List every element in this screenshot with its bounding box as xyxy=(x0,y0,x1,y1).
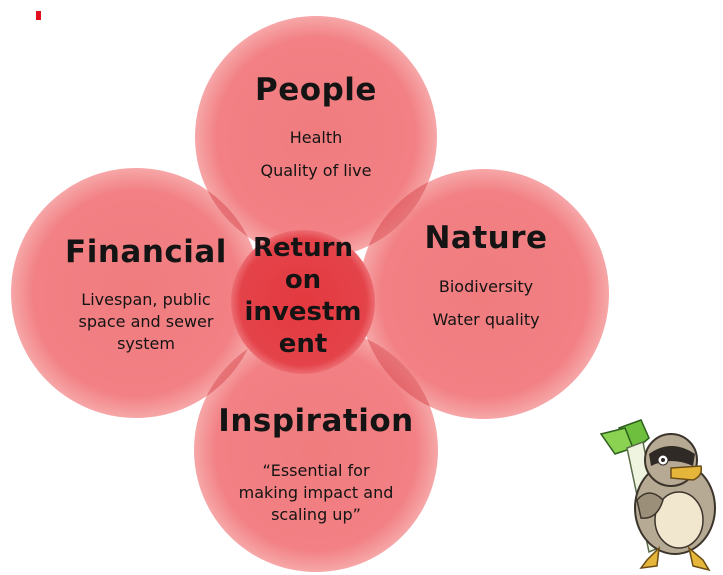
financial-details: Livespan, public space and sewer system xyxy=(56,289,236,355)
duck-with-leek-icon xyxy=(599,419,716,572)
inspiration-details: “Essential for making impact and scaling… xyxy=(216,460,416,526)
slide-marker xyxy=(36,11,41,20)
circle-nature xyxy=(359,169,609,419)
center-label: Return on investm ent xyxy=(238,232,368,360)
nature-line: Water quality xyxy=(432,310,540,329)
inspiration-line: making impact and xyxy=(238,483,394,502)
nature-title: Nature xyxy=(424,220,548,256)
circle-inspiration xyxy=(194,328,438,572)
center-line: Return xyxy=(253,233,353,263)
nature-line: Biodiversity xyxy=(438,277,534,296)
circle-center xyxy=(231,230,375,374)
center-line: on xyxy=(284,265,322,295)
people-details: Health Quality of live xyxy=(226,121,406,187)
inspiration-line: scaling up” xyxy=(271,505,361,524)
inspiration-line: “Essential for xyxy=(262,461,370,480)
financial-line: Livespan, public xyxy=(81,290,211,309)
financial-line: space and sewer xyxy=(78,312,214,331)
inspiration-title: Inspiration xyxy=(218,403,414,439)
people-line: Health xyxy=(289,128,343,147)
center-line: investm xyxy=(244,297,362,327)
financial-line: system xyxy=(117,334,175,353)
financial-title: Financial xyxy=(65,234,227,270)
center-line: ent xyxy=(278,329,328,359)
circle-people xyxy=(195,16,437,258)
people-line: Quality of live xyxy=(260,161,372,180)
circle-financial xyxy=(11,168,261,418)
people-title: People xyxy=(255,72,377,108)
nature-details: Biodiversity Water quality xyxy=(396,270,576,336)
